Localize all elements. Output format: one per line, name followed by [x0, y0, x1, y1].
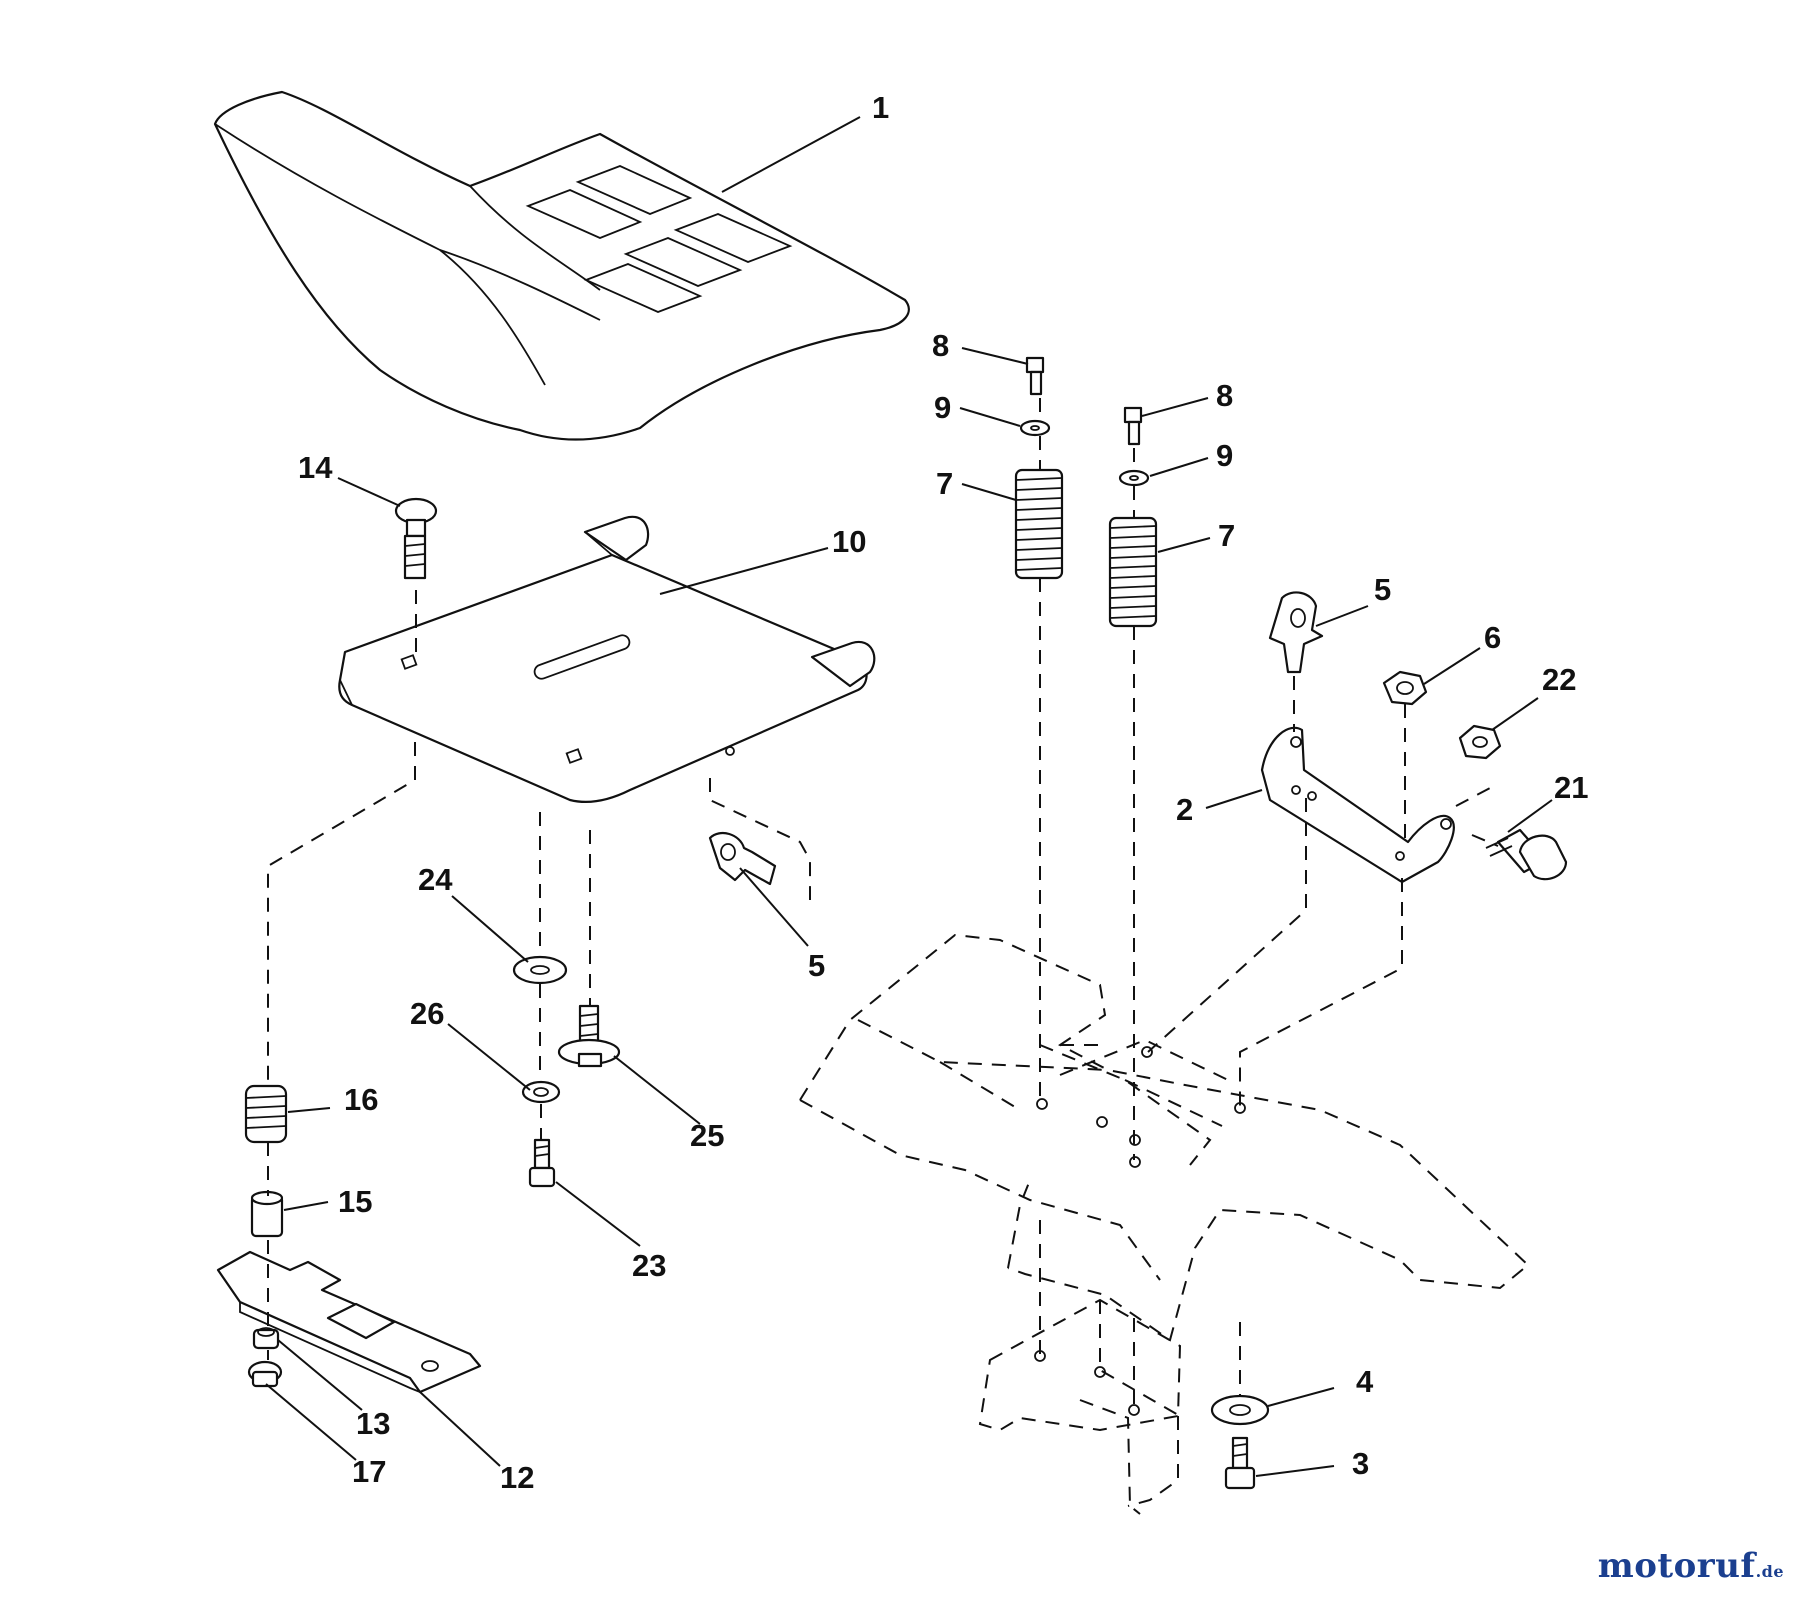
callout-labels: 1 14 10 8 9 7 8 9 7 5 6 22 2 21 5 24 26 … [298, 90, 1588, 1495]
callout-15: 15 [338, 1184, 372, 1219]
callout-25: 25 [690, 1118, 724, 1153]
carriage-bolt [394, 497, 438, 580]
seat-adjuster-plate [216, 1250, 482, 1394]
callout-2: 2 [1176, 792, 1193, 827]
callout-1: 1 [872, 90, 889, 125]
hex-nut [1458, 724, 1502, 760]
callout-21: 21 [1554, 770, 1588, 805]
lock-washer [521, 1080, 561, 1104]
watermark-suffix: .de [1755, 1562, 1784, 1581]
callout-5: 5 [1374, 572, 1391, 607]
callout-23: 23 [632, 1248, 666, 1283]
callout-6: 6 [1484, 620, 1501, 655]
callout-3: 3 [1352, 1446, 1369, 1481]
seat-panel-pattern [525, 165, 793, 313]
frame-bolt [1224, 1436, 1256, 1490]
hex-flange-nut [247, 1360, 283, 1388]
callout-26: 26 [410, 996, 444, 1031]
pivot-bracket [1260, 726, 1455, 884]
spring-assembly-right [1108, 406, 1158, 628]
callout-17: 17 [352, 1454, 386, 1489]
seat [213, 90, 910, 441]
callout-16: 16 [344, 1082, 378, 1117]
frame-washer [1210, 1394, 1270, 1426]
callout-9: 9 [1216, 438, 1233, 473]
callout-7: 7 [936, 466, 953, 501]
callout-13: 13 [356, 1406, 390, 1441]
shoulder-bolt [1485, 828, 1568, 881]
watermark-brand: motoruf [1597, 1546, 1756, 1586]
callout-8: 8 [932, 328, 949, 363]
spring-assembly-left [1014, 356, 1064, 580]
callout-10: 10 [832, 524, 866, 559]
callout-4: 4 [1356, 1364, 1374, 1399]
callout-24: 24 [418, 862, 453, 897]
assembly-lines [267, 398, 1499, 1410]
callout-7: 7 [1218, 518, 1235, 553]
tractor-frame-outline [799, 933, 1530, 1515]
callout-5: 5 [808, 948, 825, 983]
flange-nut [252, 1327, 280, 1350]
callout-9: 9 [934, 390, 951, 425]
seat-pan [338, 515, 876, 804]
leader-lines [265, 116, 1553, 1477]
lock-nut [1382, 670, 1428, 706]
shoulder-screw [557, 1004, 621, 1068]
spacer [250, 1190, 284, 1238]
seat-clip-upper [1268, 591, 1324, 674]
hex-bolt [528, 1138, 556, 1188]
callout-22: 22 [1542, 662, 1576, 697]
seat-clip-lower [708, 831, 777, 886]
watermark-logo: motoruf.de [1598, 1546, 1784, 1586]
compression-spring [244, 1084, 288, 1144]
callout-12: 12 [500, 1460, 534, 1495]
flat-washer [512, 955, 568, 985]
callout-8: 8 [1216, 378, 1233, 413]
callout-14: 14 [298, 450, 333, 485]
